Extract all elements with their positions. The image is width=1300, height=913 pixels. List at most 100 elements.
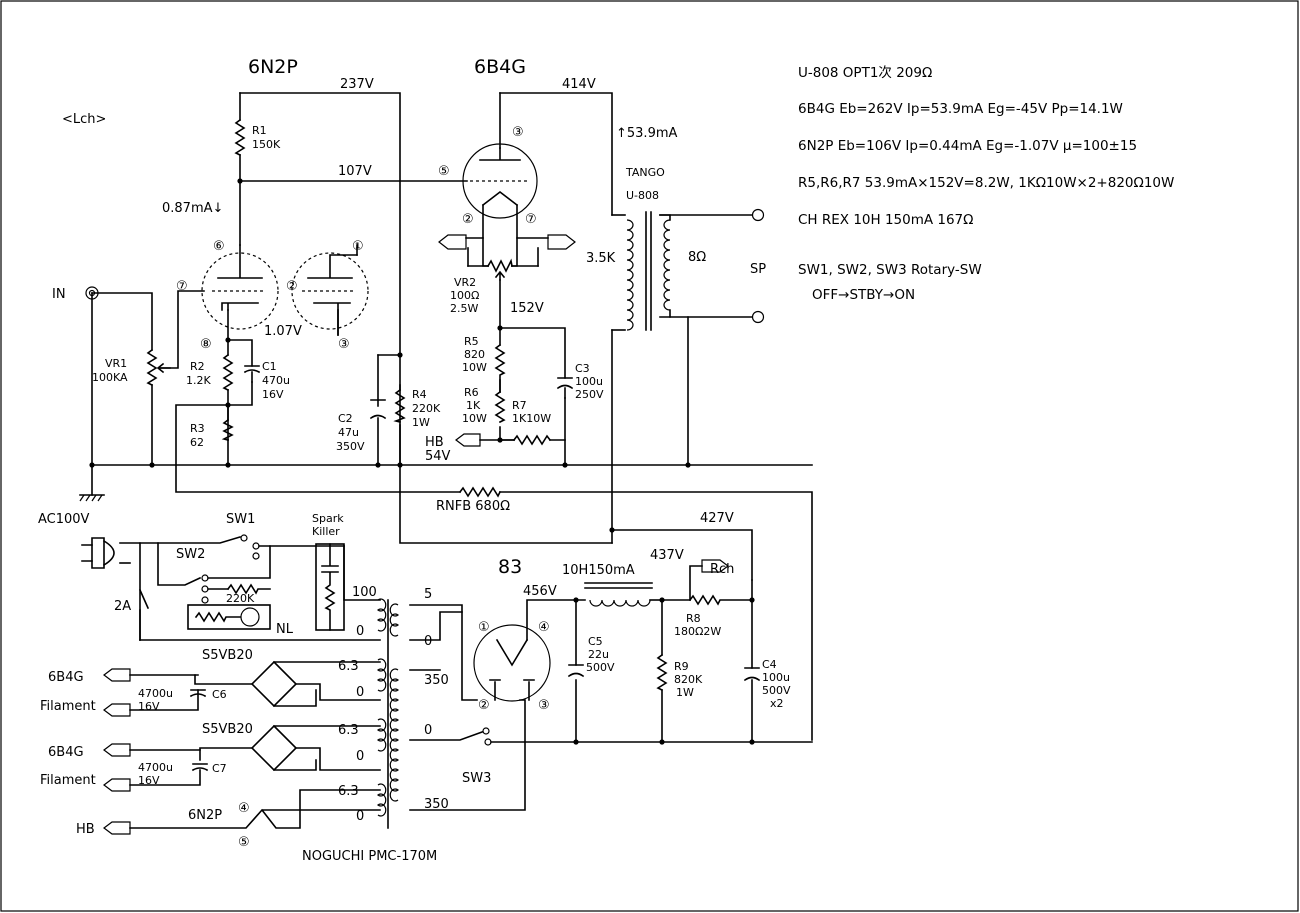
part-label: x2 — [770, 697, 784, 710]
tube-83 — [473, 599, 586, 702]
voltage-label: 456V — [523, 584, 557, 599]
hb-connector-icon — [455, 433, 481, 447]
transformer-brand: TANGO — [625, 166, 665, 179]
part-label: 10W — [462, 412, 487, 425]
tap-label: 0 — [424, 634, 432, 649]
resistor-r5 — [494, 343, 506, 393]
pin-number: ⑦ — [525, 212, 537, 227]
mains-label: AC100V — [38, 512, 90, 527]
voltage-label: 437V — [650, 548, 684, 563]
capacitor-c7 — [191, 763, 209, 772]
rch-label: Rch — [710, 562, 734, 577]
fuse-label: 2A — [114, 599, 131, 614]
ground-symbol — [79, 494, 105, 502]
pin-number: ① — [478, 620, 490, 635]
pin-number: ③ — [512, 125, 524, 140]
voltage-label: 107V — [338, 164, 372, 179]
part-label: 100KA — [92, 371, 128, 384]
pin-number: ① — [352, 239, 364, 254]
part-label: 16V — [138, 774, 160, 787]
part-label: 350V — [336, 440, 365, 453]
resistor-r4 — [393, 388, 406, 423]
part-label: R2 — [190, 360, 205, 373]
filament-connector-icon — [103, 703, 131, 717]
part-label: R9 — [674, 660, 689, 673]
filament-connector-icon — [103, 778, 131, 792]
pin-number: ⑥ — [213, 239, 225, 254]
part-label: 16V — [262, 388, 284, 401]
ac-plug-icon — [81, 537, 141, 641]
resistor-r7 — [512, 434, 552, 446]
part-label: 470u — [262, 374, 290, 387]
part-label: C7 — [212, 762, 227, 775]
part-label: 2.5W — [450, 302, 478, 315]
tap-label: 0 — [356, 624, 364, 639]
part-label: 150K — [252, 138, 281, 151]
tube-6n2p — [201, 244, 369, 336]
switch-label: SW2 — [176, 547, 205, 562]
capacitor-c5 — [567, 664, 585, 678]
tap-label: 6.3 — [338, 784, 359, 799]
speaker-terminal — [751, 310, 765, 324]
note-line: R5,R6,R7 53.9mA×152V=8.2W, 1KΩ10W×2+820Ω… — [798, 175, 1174, 191]
resistor-r2 — [222, 353, 234, 392]
pin-number: ⑦ — [176, 279, 188, 294]
voltage-label: 152V — [510, 301, 544, 316]
resistor-r9 — [656, 653, 668, 692]
capacitor-c6 — [189, 689, 207, 698]
wiring — [91, 92, 813, 741]
part-label: 500V — [586, 661, 615, 674]
part-label: 1K10W — [512, 412, 551, 425]
transformer-model: U-808 — [626, 189, 659, 202]
filament-label: Filament — [40, 773, 96, 788]
tap-label: 0 — [356, 685, 364, 700]
potentiometer-vr2 — [486, 258, 513, 281]
note-line: 6N2P Eb=106V Ip=0.44mA Eg=-1.07V μ=100±1… — [798, 138, 1137, 154]
tap-label: 5 — [424, 587, 432, 602]
part-label: 22u — [588, 648, 609, 661]
resistor-r1 — [234, 118, 246, 157]
part-label: C6 — [212, 688, 227, 701]
filament-label: 6B4G — [48, 745, 84, 760]
part-label: R4 — [412, 388, 427, 401]
tap-label: 0 — [424, 723, 432, 738]
junction-dots — [89, 178, 691, 533]
pin-number: ⑤ — [438, 164, 450, 179]
resistor-r6 — [494, 390, 506, 424]
note-line: OFF→STBY→ON — [812, 287, 915, 303]
heater-connector-icon — [438, 234, 467, 250]
part-label: 4700u — [138, 687, 173, 700]
part-label: 500V — [762, 684, 791, 697]
part-label: R7 — [512, 399, 527, 412]
switch-label: SW3 — [462, 771, 491, 786]
resistor-r8 — [688, 594, 753, 606]
part-label: C2 — [338, 412, 353, 425]
capacitor-c2 — [369, 399, 387, 420]
part-label: 100u — [762, 671, 790, 684]
resistor-rnfb — [458, 486, 502, 498]
part-label: C1 — [262, 360, 277, 373]
hb-connector-icon — [103, 821, 131, 835]
filament-connector-icon — [103, 668, 131, 682]
tube-6n2p-title: 6N2P — [248, 56, 298, 78]
tube-6b4g — [462, 143, 538, 219]
part-label: 1K — [466, 399, 481, 412]
wiring — [409, 604, 478, 701]
part-label: 62 — [190, 436, 204, 449]
channel-label: <Lch> — [62, 112, 106, 127]
capacitor-c3 — [556, 377, 574, 399]
tube-83-title: 83 — [498, 556, 522, 578]
note-line: U-808 OPT1次 209Ω — [798, 65, 932, 81]
part-label: R3 — [190, 422, 205, 435]
part-label: 47u — [338, 426, 359, 439]
part-label: 4700u — [138, 761, 173, 774]
neon-lamp-icon — [240, 607, 260, 627]
pin-number: ⑤ — [238, 835, 250, 850]
part-label: 1W — [412, 416, 430, 429]
tube-6b4g-title: 6B4G — [474, 56, 526, 78]
part-label: R8 — [686, 612, 701, 625]
capacitor-c4 — [743, 667, 761, 682]
part-label: VR2 — [454, 276, 476, 289]
pin-number: ② — [478, 698, 490, 713]
